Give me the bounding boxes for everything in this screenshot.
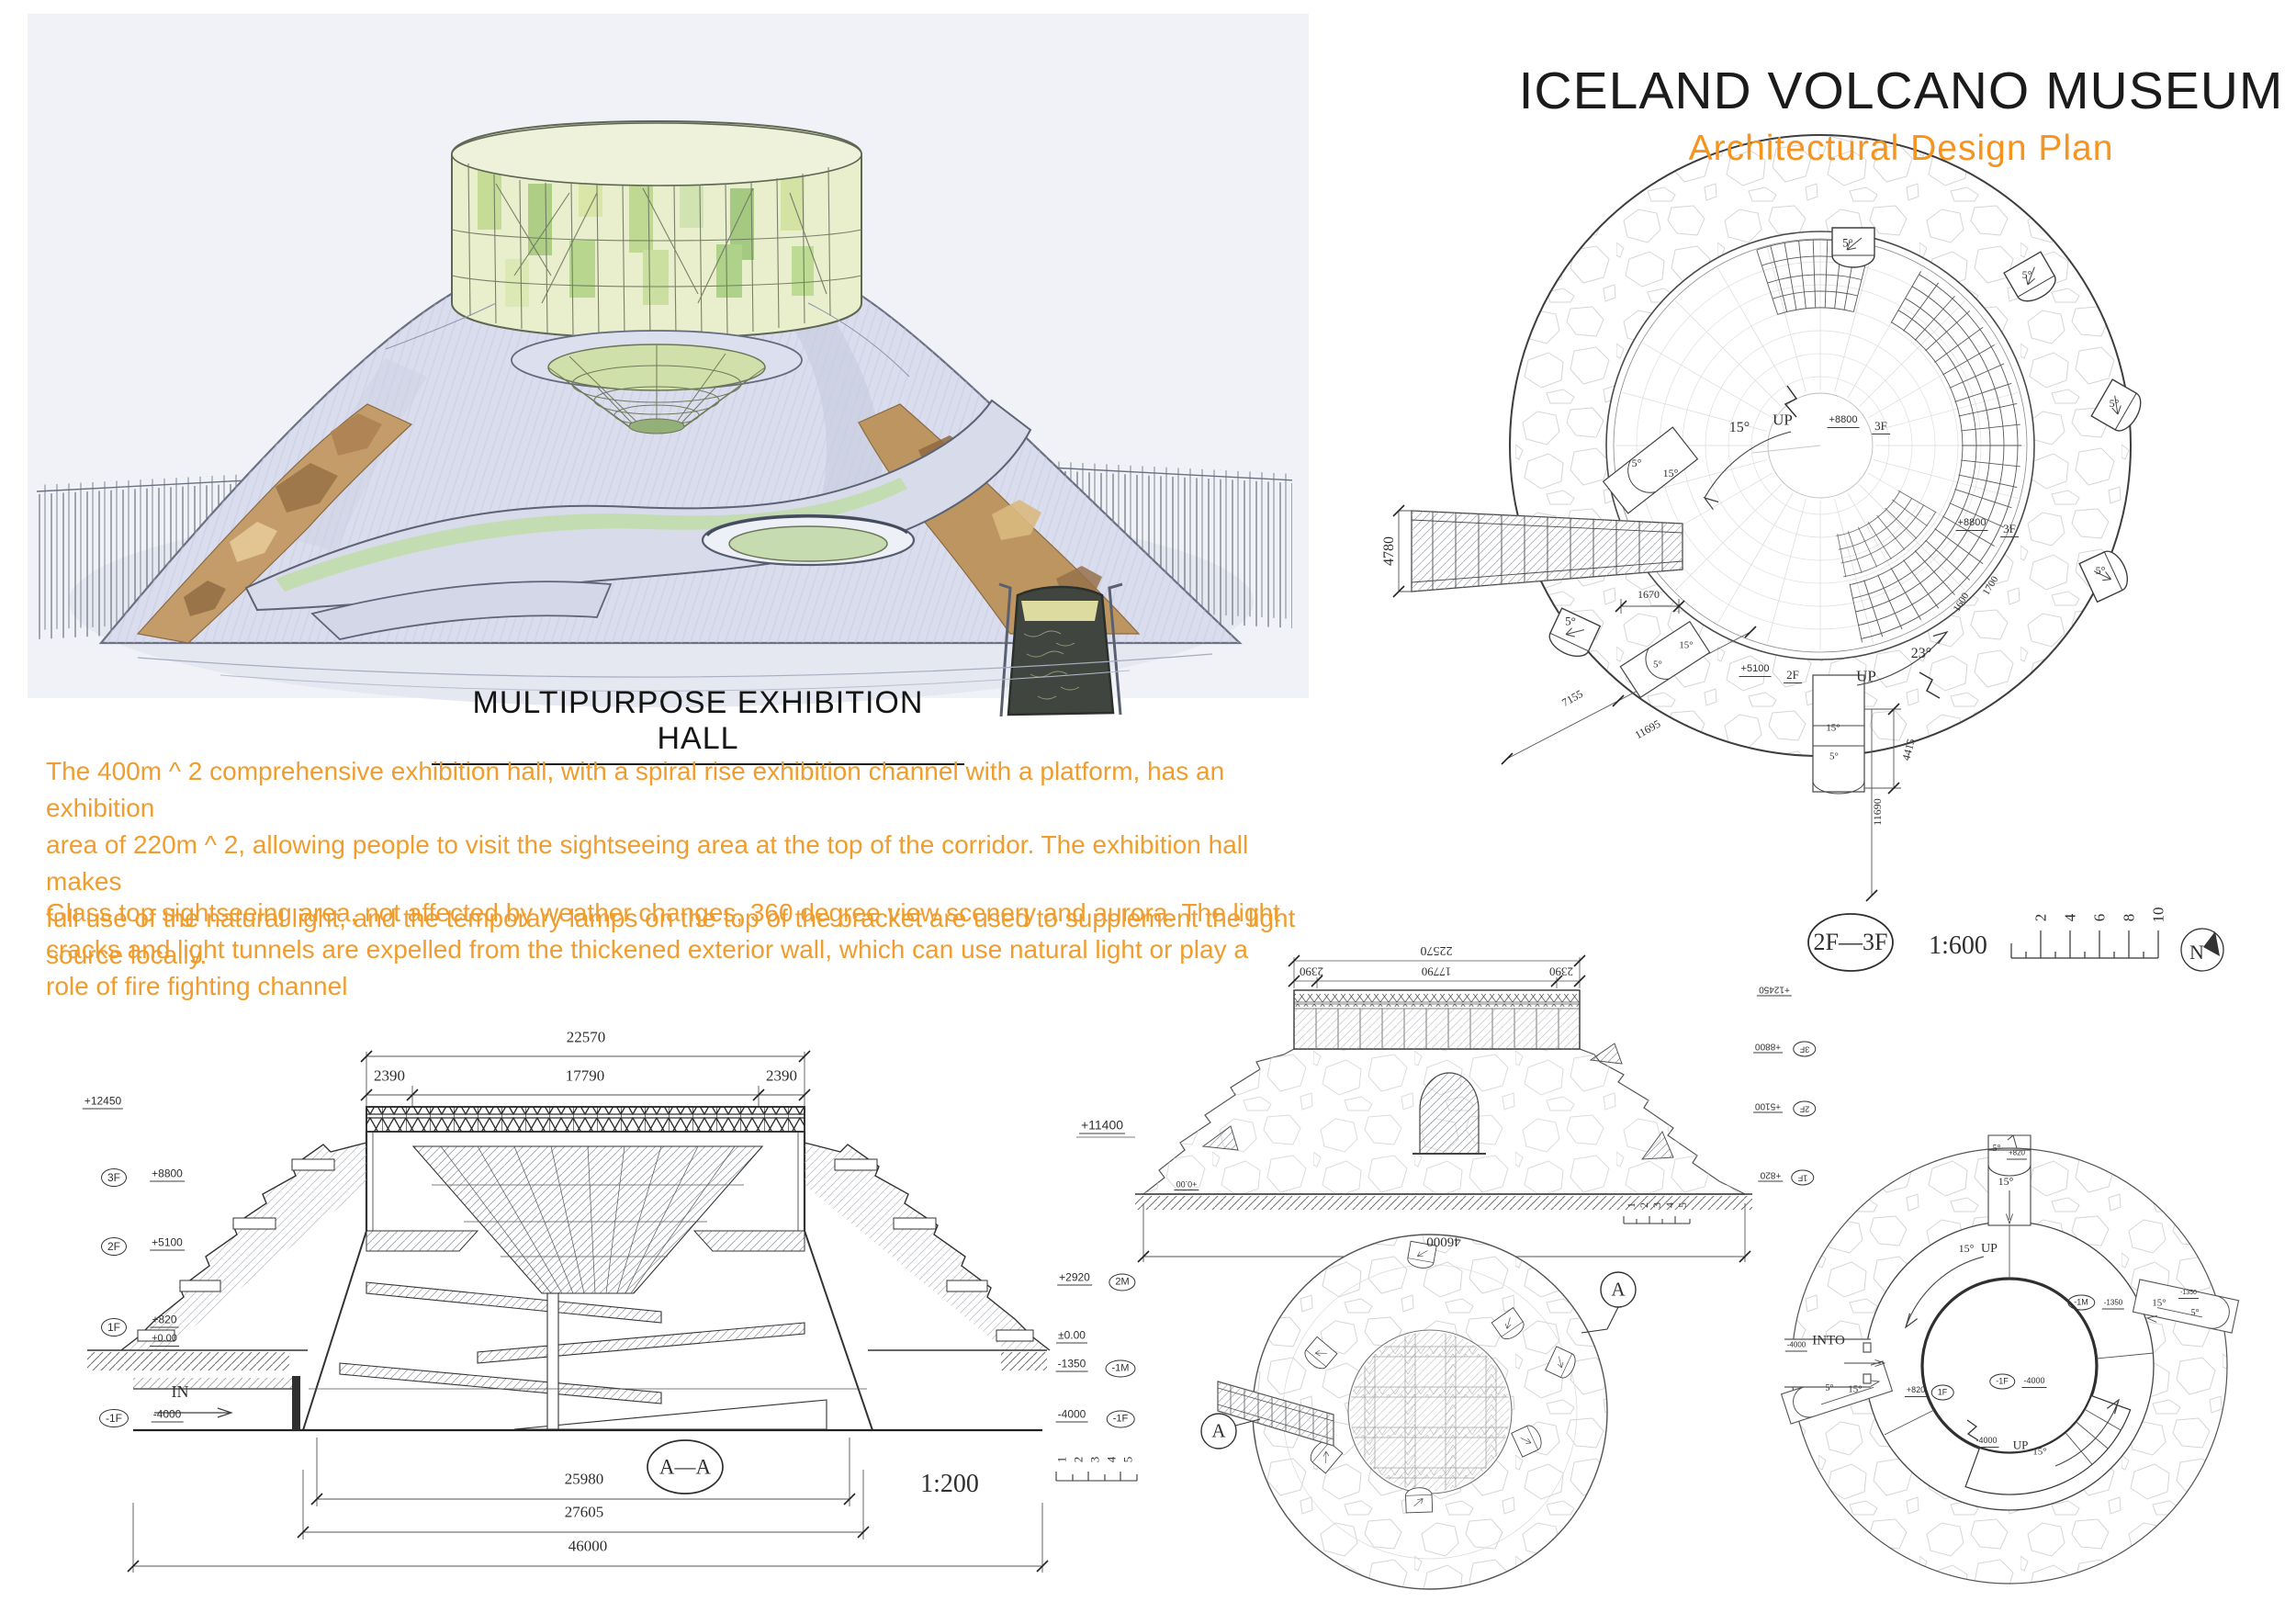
plan-mid-drawing [1200, 1234, 1637, 1590]
plan-small-drawing [1780, 1134, 2240, 1585]
page-subtitle: Architectural Design Plan [1688, 129, 2114, 168]
sketch-rendering [28, 14, 1309, 717]
section-drawing [87, 1050, 1138, 1573]
page-title: ICELAND VOLCANO MUSEUM [1518, 62, 2284, 120]
elevation-drawing [1076, 954, 1752, 1263]
description-paragraph-2: Glass top sightseeing area, not affected… [46, 898, 1280, 1001]
sketch-caption: MULTIPURPOSE EXHIBITION HALL [432, 685, 964, 765]
description-paragraph-1: The 400m ^ 2 comprehensive exhibition ha… [46, 757, 1296, 970]
plan-large-drawing [1392, 134, 2224, 972]
